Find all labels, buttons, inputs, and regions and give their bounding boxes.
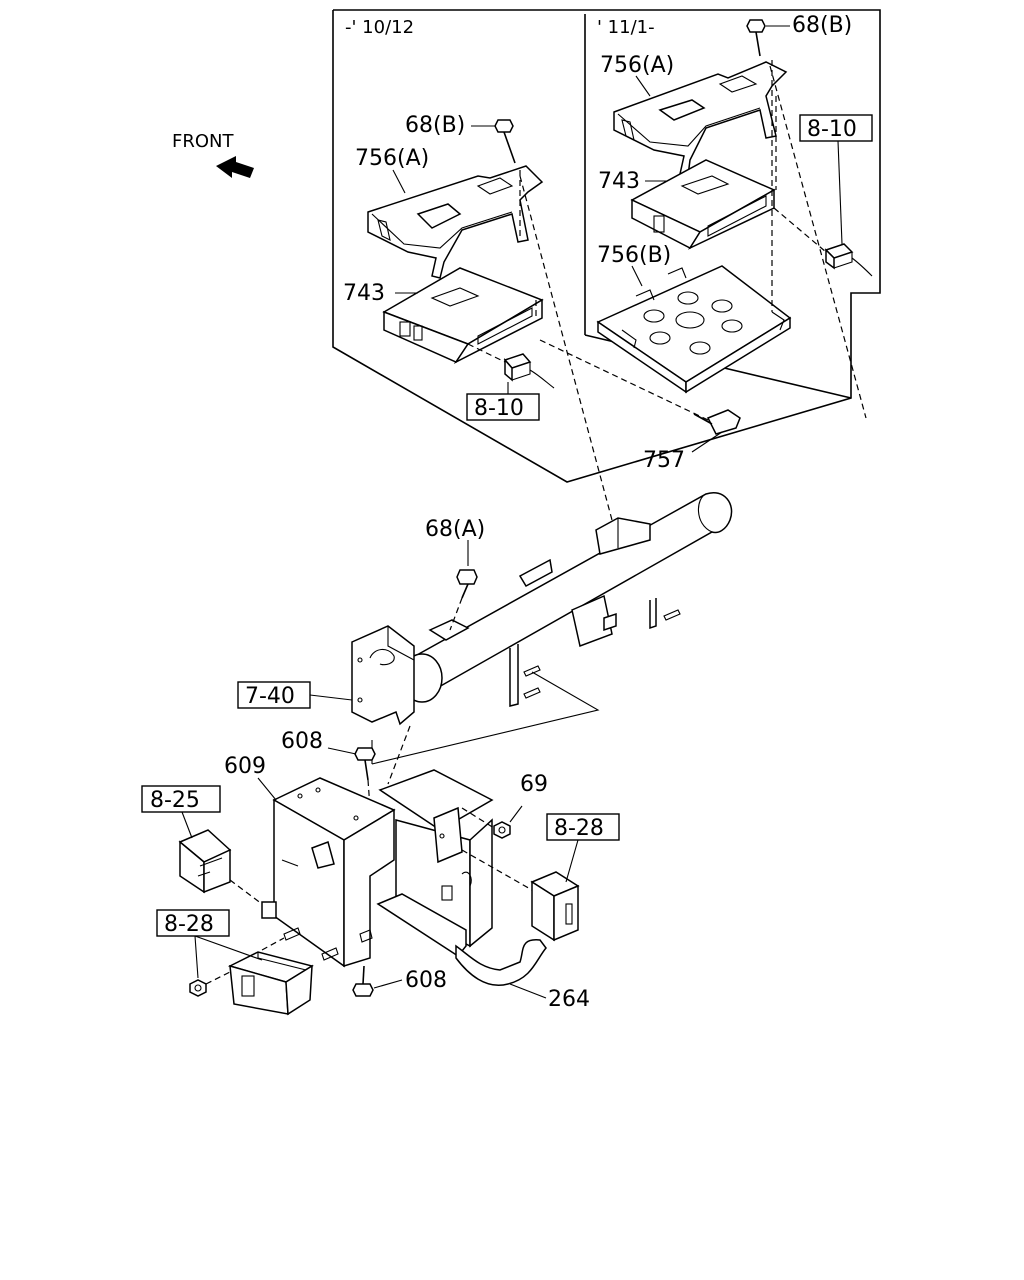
callout-608-top: 608 (281, 729, 323, 754)
bracket-740 (351, 625, 415, 726)
inset-left-date-label: -' 10/12 (345, 17, 414, 38)
callout-609: 609 (224, 754, 266, 779)
callout-box-825 (141, 785, 221, 813)
cross-car-beam (371, 491, 733, 765)
leader-left-to-beam (519, 175, 613, 521)
inset-right-date-label: ' 11/1- (597, 17, 655, 38)
control-unit-743-right (630, 159, 776, 250)
bolt-608-bottom (352, 965, 403, 997)
relay-828-right (461, 849, 580, 942)
tray-756b-right (596, 265, 792, 394)
bracket-609 (261, 777, 396, 968)
relay-828-left (227, 951, 314, 1016)
callout-756a-right: 756(A) (600, 53, 674, 78)
callout-743-left: 743 (343, 281, 385, 306)
callout-69: 69 (520, 772, 548, 797)
nut-69 (461, 805, 523, 839)
front-arrow-icon (216, 156, 254, 178)
bolt-68a (449, 540, 478, 631)
callout-810-right: 8-10 (807, 117, 857, 142)
bracket-756a-right (613, 61, 788, 177)
leader-740-to-609 (387, 725, 411, 785)
callout-825: 8-25 (150, 788, 200, 813)
bolt-68b-right (746, 19, 790, 57)
connector-810-left (467, 343, 555, 389)
bracket-264 (376, 769, 547, 986)
bracket-756a-left (367, 165, 544, 279)
callout-828-right: 8-28 (554, 816, 604, 841)
bolt-68b-left (471, 119, 516, 164)
callout-68b-left: 68(B) (405, 113, 465, 138)
front-label: FRONT (172, 131, 234, 152)
leader-right-to-beam (769, 65, 867, 419)
inset-left: -' 10/12 68(B) 756(A) 743 (343, 17, 555, 421)
studs-609 (261, 927, 373, 961)
callout-264: 264 (548, 987, 590, 1012)
callout-828-left: 8-28 (164, 912, 214, 937)
callout-box-810-left (466, 393, 540, 421)
inset-right: ' 11/1- 68(B) 756(A) 743 (596, 13, 873, 394)
callout-608-bottom: 608 (405, 968, 447, 993)
callout-743-right: 743 (598, 169, 640, 194)
callout-68b-right: 68(B) (792, 13, 852, 38)
callout-740: 7-40 (245, 684, 295, 709)
callout-box-828-right (546, 813, 620, 841)
callout-box-828-left (156, 909, 230, 937)
callout-box-740 (237, 681, 311, 709)
callout-box-810-right (799, 114, 873, 142)
callout-756b-right: 756(B) (597, 243, 671, 268)
callout-757: 757 (643, 448, 685, 473)
nut-lower-left (189, 971, 231, 997)
callout-756a-left: 756(A) (355, 146, 429, 171)
connector-810-right (773, 207, 873, 277)
relay-825 (178, 829, 263, 905)
control-unit-743-left (382, 267, 544, 364)
callout-810-left: 8-10 (474, 396, 524, 421)
callout-68a: 68(A) (425, 517, 485, 542)
